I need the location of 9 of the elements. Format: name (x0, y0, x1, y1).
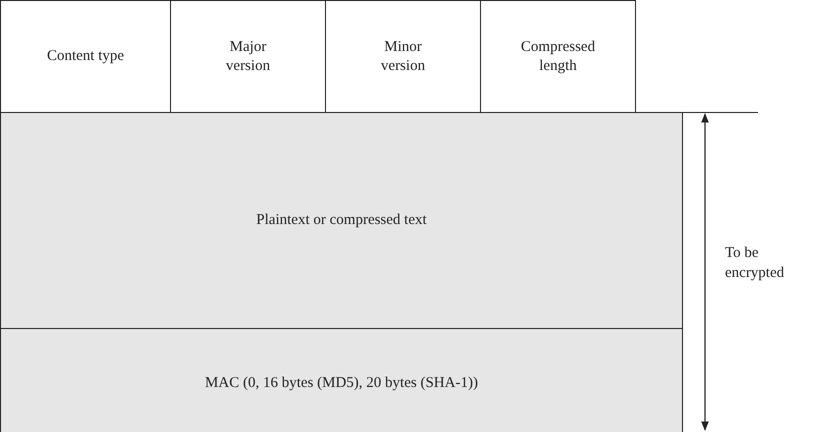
field-name: Plaintext or compressed text (256, 211, 427, 230)
field-name: Minor version (380, 38, 426, 76)
data-region (0, 112, 683, 329)
dimension-label: To be encrypted (725, 244, 786, 282)
data-region (0, 328, 683, 432)
field-name: Major version (224, 38, 272, 76)
field-name: Content type (46, 47, 124, 66)
field-name: MAC (0, 16 bytes (MD5), 20 bytes (SHA-1)) (205, 374, 478, 392)
field-name: Compressed length (520, 38, 596, 76)
